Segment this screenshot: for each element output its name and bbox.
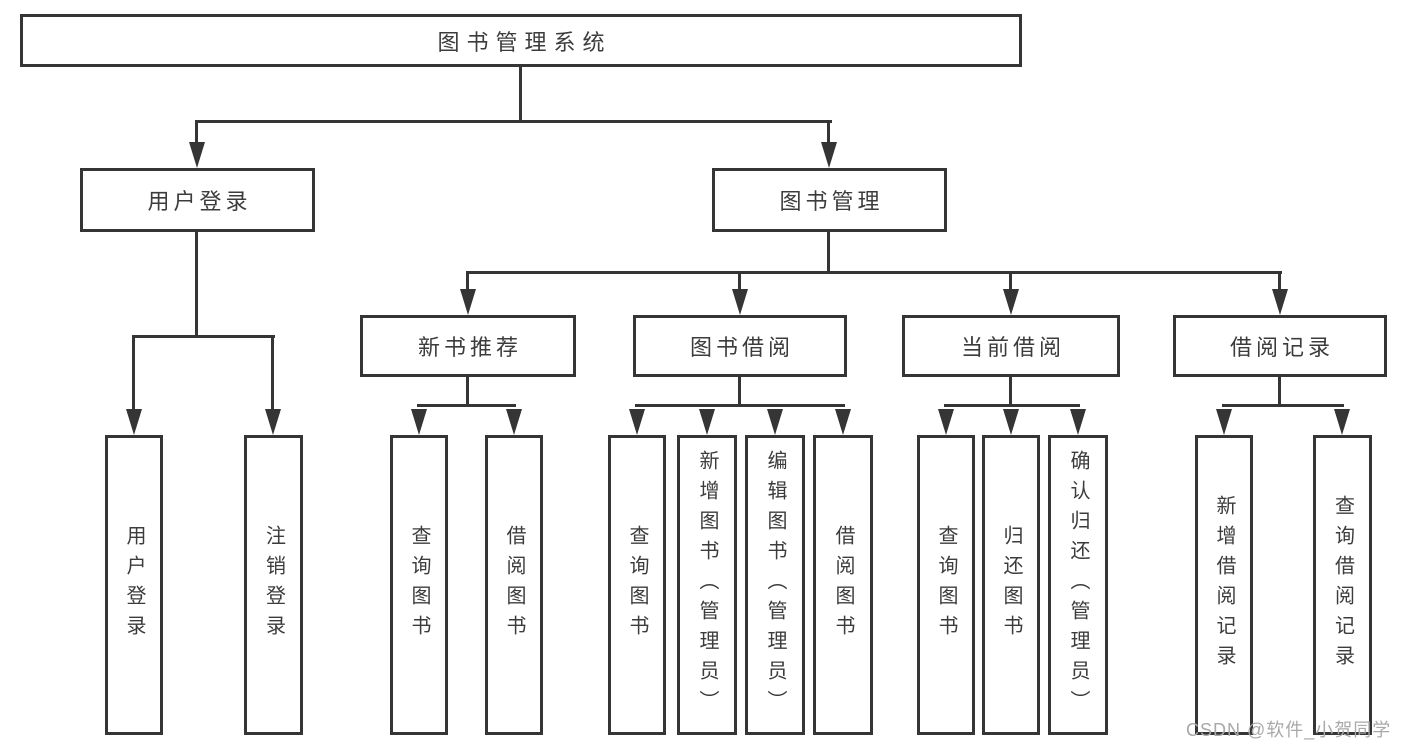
connector-user-login-rail [132,335,275,338]
connector-to-new-book-rec [466,271,469,291]
connector-to-borrow-record [1278,271,1281,291]
leaf-query-book-under-book-borrow: 查询图书 [608,435,666,735]
leaf-label: 查询图书 [935,525,957,645]
connector-to-leaf-logout [271,335,274,411]
connector-book-borrow-stem [738,377,741,407]
arrowhead-down-icon [460,289,476,315]
connector-to-current-borrow [1009,271,1012,291]
leaf-logout: 注销登录 [244,435,303,735]
arrowhead-down-icon [1003,409,1019,435]
leaf-add-book-admin: 新增图书（管理员） [677,435,737,735]
connector-borrow-record-stem [1278,377,1281,407]
leaf-label: 用户登录 [123,525,145,645]
leaf-borrow-book-under-book-borrow: 借阅图书 [813,435,873,735]
leaf-add-borrow-record: 新增借阅记录 [1195,435,1253,735]
connector-root-to-user-login [195,120,198,146]
node-book-borrowing: 图书借阅 [633,315,847,377]
arrowhead-down-icon [821,142,837,168]
leaf-label: 归还图书 [1000,525,1022,645]
connector-book-management-stem [827,232,830,274]
arrowhead-down-icon [699,409,715,435]
arrowhead-down-icon [767,409,783,435]
leaf-label: 确认归还（管理员） [1067,450,1089,720]
connector-borrow-record-rail [1222,404,1344,407]
leaf-label: 查询图书 [408,525,430,645]
node-borrowing-records: 借阅记录 [1173,315,1387,377]
node-book-management-branch: 图书管理 [712,168,947,232]
connector-book-borrow-rail [635,404,845,407]
leaf-label: 查询借阅记录 [1331,495,1354,675]
leaf-query-book-under-current-borrow: 查询图书 [917,435,975,735]
connector-book-management-rail [466,271,1282,274]
node-new-book-recommendation: 新书推荐 [360,315,576,377]
arrowhead-down-icon [1070,409,1086,435]
leaf-user-login: 用户登录 [105,435,163,735]
arrowhead-down-icon [1334,409,1350,435]
leaf-label: 新增图书（管理员） [696,450,718,720]
leaf-label: 借阅图书 [503,525,525,645]
leaf-label: 新增借阅记录 [1213,495,1235,675]
arrowhead-down-icon [189,142,205,168]
leaf-label: 注销登录 [262,525,285,645]
connector-to-leaf-user-login [132,335,135,411]
arrowhead-down-icon [126,409,142,435]
leaf-query-book-under-new-book: 查询图书 [390,435,448,735]
arrowhead-down-icon [835,409,851,435]
arrowhead-down-icon [506,409,522,435]
leaf-edit-book-admin: 编辑图书（管理员） [745,435,805,735]
connector-root-stem [519,65,522,123]
leaf-return-book: 归还图书 [982,435,1040,735]
leaf-label: 编辑图书（管理员） [764,450,786,720]
connector-new-book-rail [417,404,516,407]
connector-root-to-book-management [827,120,830,146]
arrowhead-down-icon [1216,409,1232,435]
leaf-borrow-book-under-new-book: 借阅图书 [485,435,543,735]
node-root-library-management-system: 图书管理系统 [20,14,1022,67]
leaf-query-borrow-record: 查询借阅记录 [1313,435,1372,735]
leaf-confirm-return-admin: 确认归还（管理员） [1048,435,1108,735]
connector-to-book-borrow [738,271,741,291]
connector-current-borrow-stem [1009,377,1012,407]
node-user-login-branch: 用户登录 [80,168,315,232]
node-current-borrowing: 当前借阅 [902,315,1120,377]
arrowhead-down-icon [938,409,954,435]
connector-current-borrow-rail [944,404,1080,407]
arrowhead-down-icon [732,289,748,315]
arrowhead-down-icon [1003,289,1019,315]
arrowhead-down-icon [411,409,427,435]
arrowhead-down-icon [629,409,645,435]
csdn-watermark: CSDN @软件_小贺同学 [1186,720,1392,740]
connector-new-book-stem [466,377,469,407]
arrowhead-down-icon [265,409,281,435]
arrowhead-down-icon [1272,289,1288,315]
connector-user-login-stem [195,232,198,338]
leaf-label: 借阅图书 [832,525,854,645]
connector-root-rail [196,120,832,123]
leaf-label: 查询图书 [626,525,648,645]
